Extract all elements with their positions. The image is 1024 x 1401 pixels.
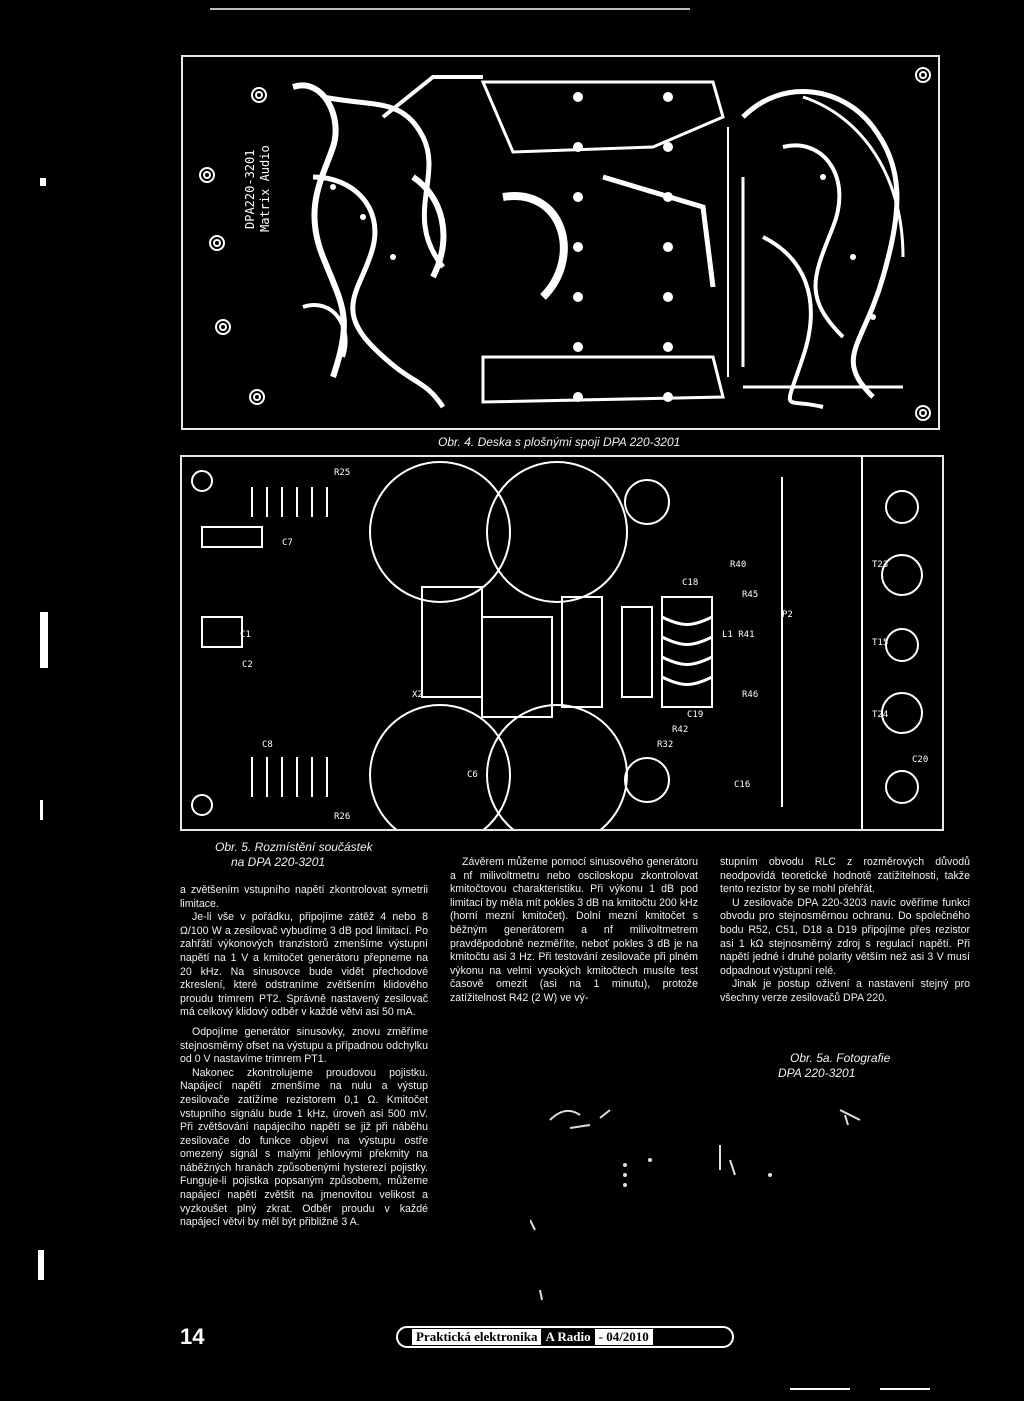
board-title-line2: Matrix Audio (258, 145, 272, 232)
photo-caption-line2: DPA 220-3201 (778, 1066, 856, 1080)
label-c20: C20 (912, 755, 928, 765)
label-c2: C2 (242, 660, 253, 670)
label-r26: R26 (334, 812, 350, 822)
label-c18: C18 (682, 578, 698, 588)
dark-photo-area (530, 1109, 861, 1301)
label-l1-r41: L1 R41 (722, 630, 755, 640)
photo-caption-line1: Obr. 5a. Fotografie (790, 1051, 891, 1065)
label-r42: R42 (672, 725, 688, 735)
top-rule (210, 8, 690, 10)
label-c7: C7 (282, 538, 293, 548)
figure5-caption-line1: Obr. 5. Rozmístění součástek (215, 840, 373, 854)
label-c6: C6 (467, 770, 478, 780)
pcb-artwork (199, 67, 931, 421)
label-r32: R32 (657, 740, 673, 750)
label-t23: T23 (872, 560, 888, 570)
magazine-issue: - 04/2010 (594, 1329, 653, 1345)
label-r40: R40 (730, 560, 746, 570)
column-3-paragraph-1: stupním obvodu RLC z rozměrových důvodů … (720, 856, 970, 896)
label-r45: R45 (742, 590, 758, 600)
margin-mark (40, 800, 43, 820)
article-column-3: stupním obvodu RLC z rozměrových důvodů … (720, 856, 970, 1006)
label-r25: R25 (334, 468, 350, 478)
article-column-2: Závěrem můžeme pomocí sinusového generát… (450, 856, 698, 1006)
figure4-caption: Obr. 4. Deska s plošnými spoji DPA 220-3… (438, 435, 681, 449)
column-1-paragraph-4: Nakonec zkontrolujeme proudovou pojistku… (180, 1066, 428, 1229)
label-r46: R46 (742, 690, 758, 700)
label-t15: T15 (872, 638, 888, 648)
magazine-footer: Praktická elektronika A Radio - 04/2010 (396, 1326, 734, 1348)
label-c8: C8 (262, 740, 273, 750)
label-c19: C19 (687, 710, 703, 720)
magazine-name-part1: Praktická elektronika (412, 1329, 542, 1345)
label-t24: T24 (872, 710, 888, 720)
column-1-paragraph-1: a zvětšením vstupního napětí zkontrolova… (180, 884, 428, 910)
label-c16: C16 (734, 780, 750, 790)
board-title-line1: DPA220-3201 (243, 149, 257, 229)
column-1-paragraph-3: Odpojíme generátor sinusovky, znovu změř… (180, 1025, 428, 1066)
label-c1: C1 (240, 630, 251, 640)
pcb-figure: DPA220-3201 Matrix Audio (181, 55, 940, 430)
margin-mark (40, 612, 48, 668)
column-3-paragraph-3: Jinak je postup oživení a nastavení stej… (720, 978, 970, 1004)
label-p2: P2 (782, 610, 793, 620)
column-1-paragraph-2: Je-li vše v pořádku, připojíme zátěž 4 n… (180, 911, 428, 1019)
margin-mark (38, 1250, 44, 1280)
bottom-rule (790, 1388, 850, 1390)
label-x2: X2 (412, 690, 423, 700)
column-2-paragraph-1: Závěrem můžeme pomocí sinusového generát… (450, 856, 698, 1004)
bottom-rule (880, 1388, 930, 1390)
margin-mark (40, 178, 46, 186)
article-column-1: a zvětšením vstupního napětí zkontrolova… (180, 884, 428, 1230)
page-number: 14 (180, 1324, 205, 1349)
magazine-name-part2: A Radio (545, 1329, 591, 1344)
column-3-paragraph-2: U zesilovače DPA 220-3203 navíc ověříme … (720, 896, 970, 977)
component-layout-artwork: R25 R26 C7 C1 C2 C8 R40 C18 C19 R42 R32 … (191, 457, 928, 829)
figure5-caption-line2: na DPA 220-3201 (231, 855, 326, 869)
component-layout-figure: R25 R26 C7 C1 C2 C8 R40 C18 C19 R42 R32 … (180, 455, 944, 831)
